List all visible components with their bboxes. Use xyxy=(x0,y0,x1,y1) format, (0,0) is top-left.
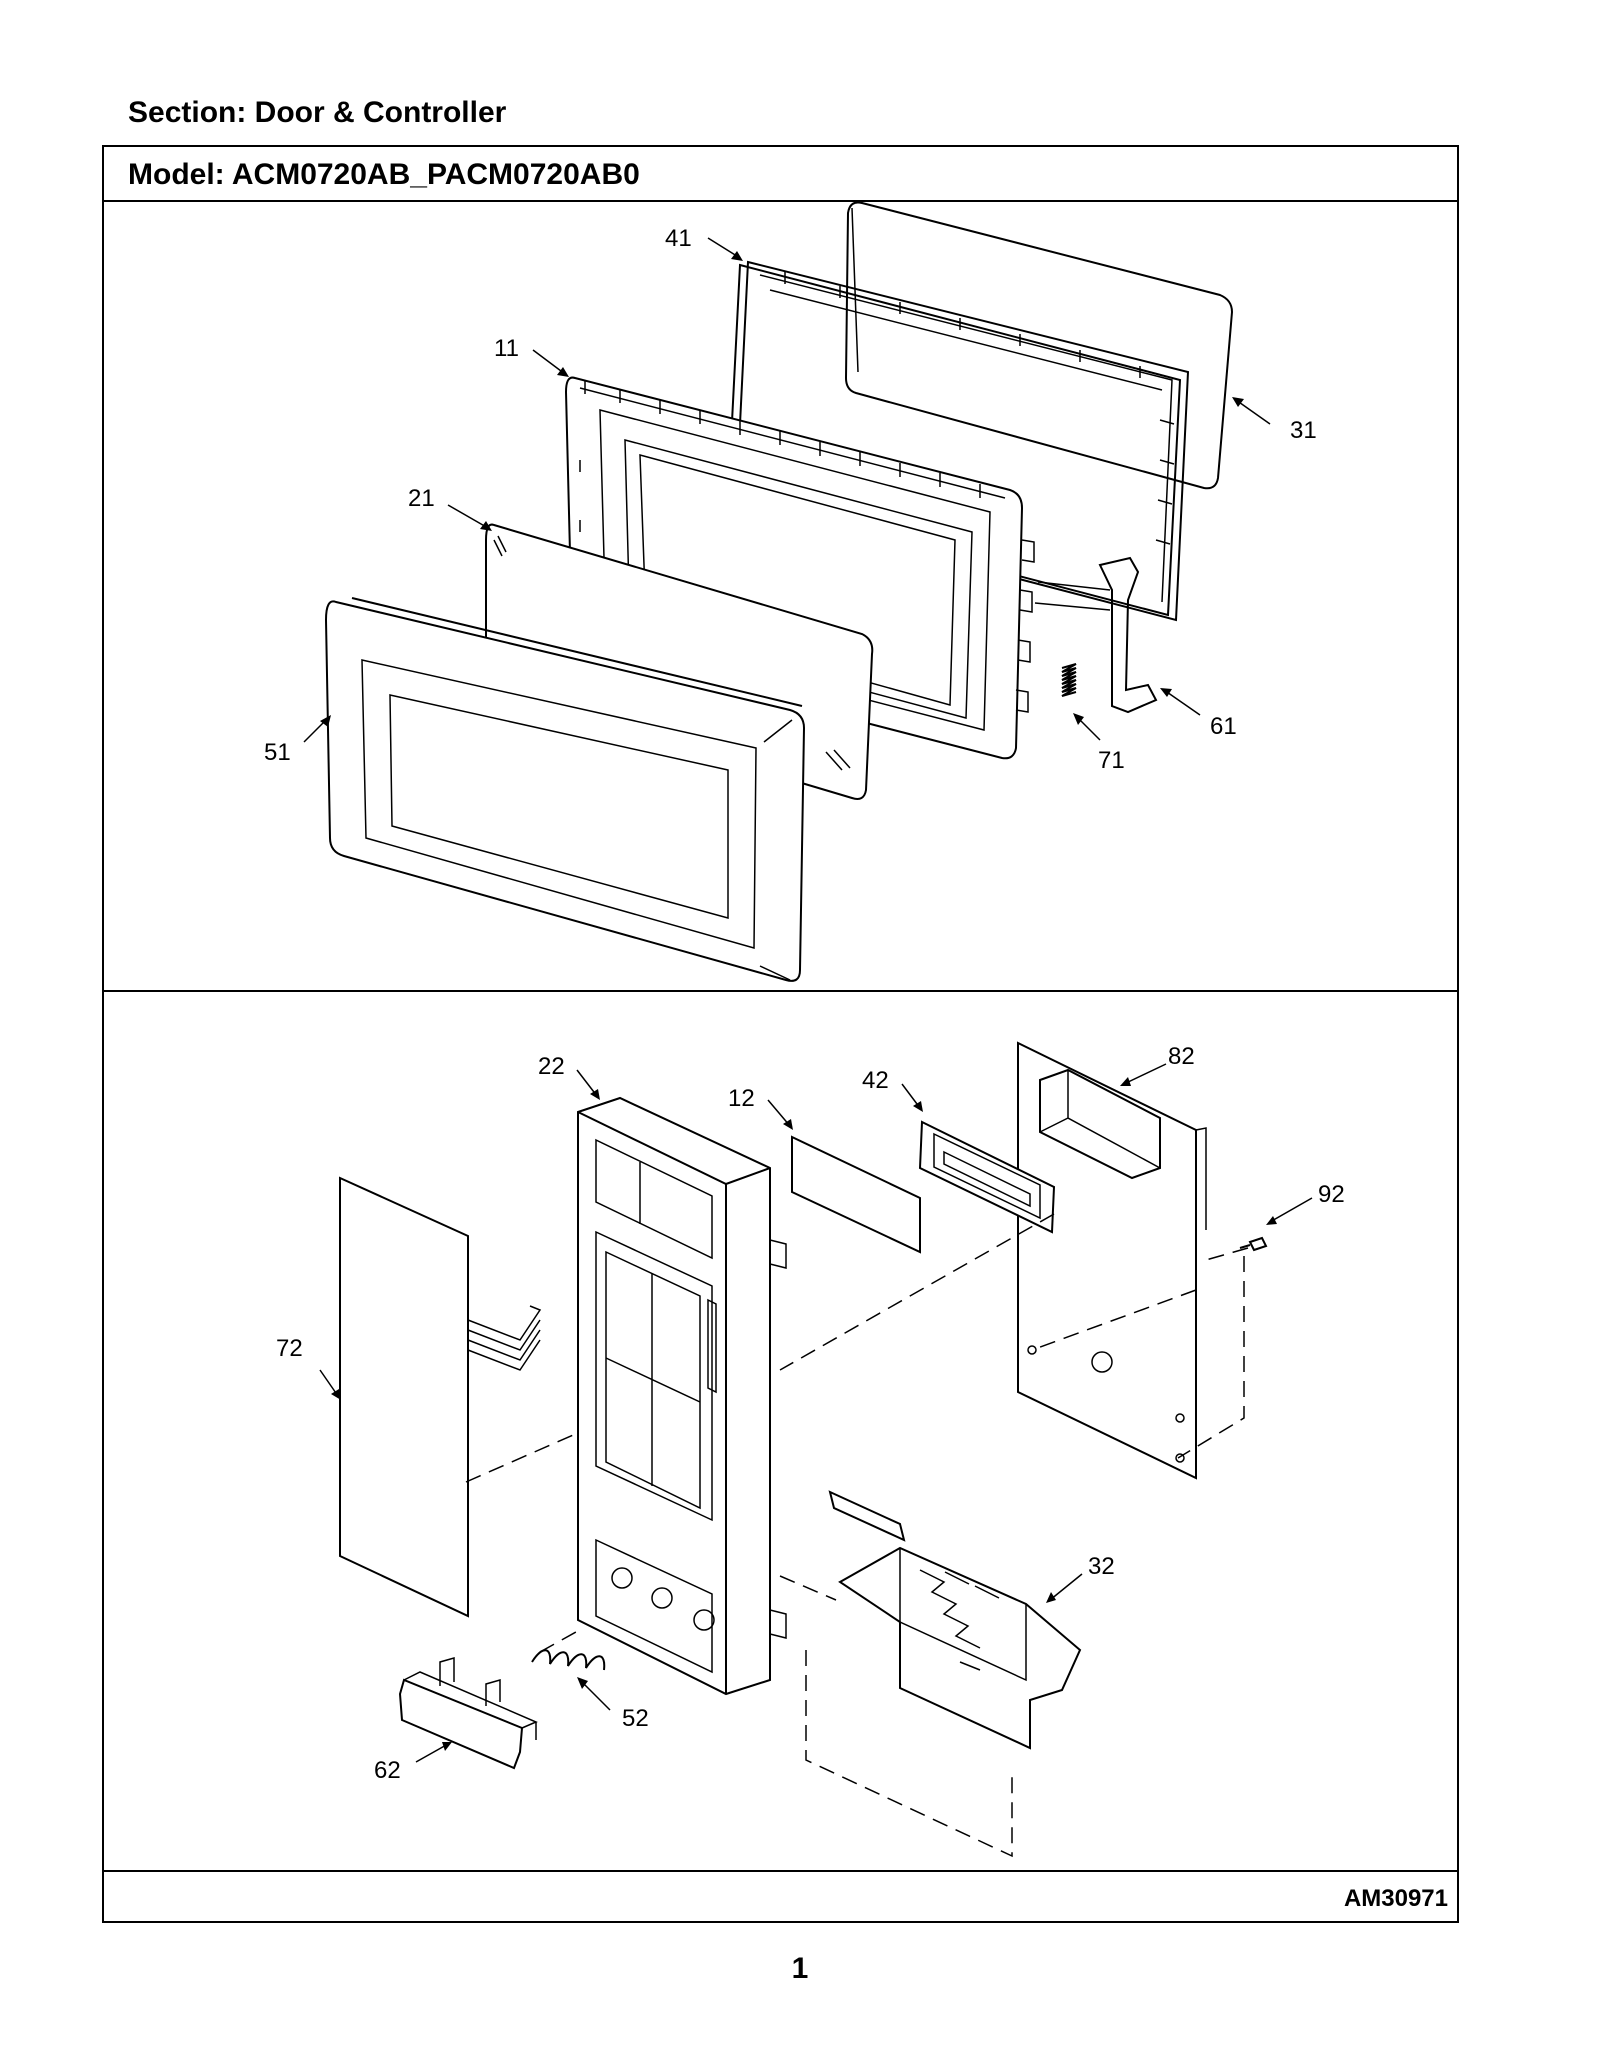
part-52-spring xyxy=(531,1649,606,1671)
part-32-latch-lever xyxy=(828,1490,1082,1750)
part-42-display-holder xyxy=(918,1120,1056,1234)
controller-assembly: 22 12 42 82 92 72 32 52 62 xyxy=(276,1041,1345,1858)
part-62-door-button xyxy=(398,1657,538,1770)
callout-72: 72 xyxy=(276,1335,303,1362)
part-82-circuit-board xyxy=(1017,1041,1207,1480)
door-leaders xyxy=(303,237,1271,743)
callout-62: 62 xyxy=(374,1757,401,1784)
part-22-control-panel xyxy=(577,1096,787,1696)
callout-21: 21 xyxy=(408,485,435,512)
callout-12: 12 xyxy=(728,1085,755,1112)
part-92-screw xyxy=(1239,1236,1268,1252)
diagram-code: AM30971 xyxy=(1343,1885,1448,1912)
part-72-membrane-keypad xyxy=(339,1176,542,1618)
callout-52: 52 xyxy=(622,1705,649,1732)
part-12-display-film xyxy=(791,1135,921,1254)
model-title: Model: ACM0720AB_PACM0720AB0 xyxy=(128,158,640,191)
callout-41: 41 xyxy=(665,225,692,252)
callout-32: 32 xyxy=(1088,1553,1115,1580)
door-assembly: 41 11 31 21 51 71 61 xyxy=(264,201,1317,982)
callout-31: 31 xyxy=(1290,417,1317,444)
header-divider xyxy=(102,200,1459,202)
part-51-door-cover xyxy=(324,597,806,982)
callout-71: 71 xyxy=(1098,747,1125,774)
footer-divider xyxy=(102,1870,1459,1872)
part-71-spring xyxy=(1061,663,1077,697)
callout-42: 42 xyxy=(862,1067,889,1094)
callout-82: 82 xyxy=(1168,1043,1195,1070)
page-number: 1 xyxy=(791,1952,809,1985)
section-title: Section: Door & Controller xyxy=(128,96,507,129)
callout-11: 11 xyxy=(494,335,519,362)
callout-22: 22 xyxy=(538,1053,565,1080)
alignment-lines xyxy=(465,1213,1249,1858)
callout-92: 92 xyxy=(1318,1181,1345,1208)
diagram-frame xyxy=(102,145,1459,1923)
controller-leaders xyxy=(319,1063,1313,1763)
callout-51: 51 xyxy=(264,739,291,766)
callout-61: 61 xyxy=(1210,713,1237,740)
part-61-latch-hook xyxy=(1034,556,1158,714)
section-divider xyxy=(102,990,1459,992)
